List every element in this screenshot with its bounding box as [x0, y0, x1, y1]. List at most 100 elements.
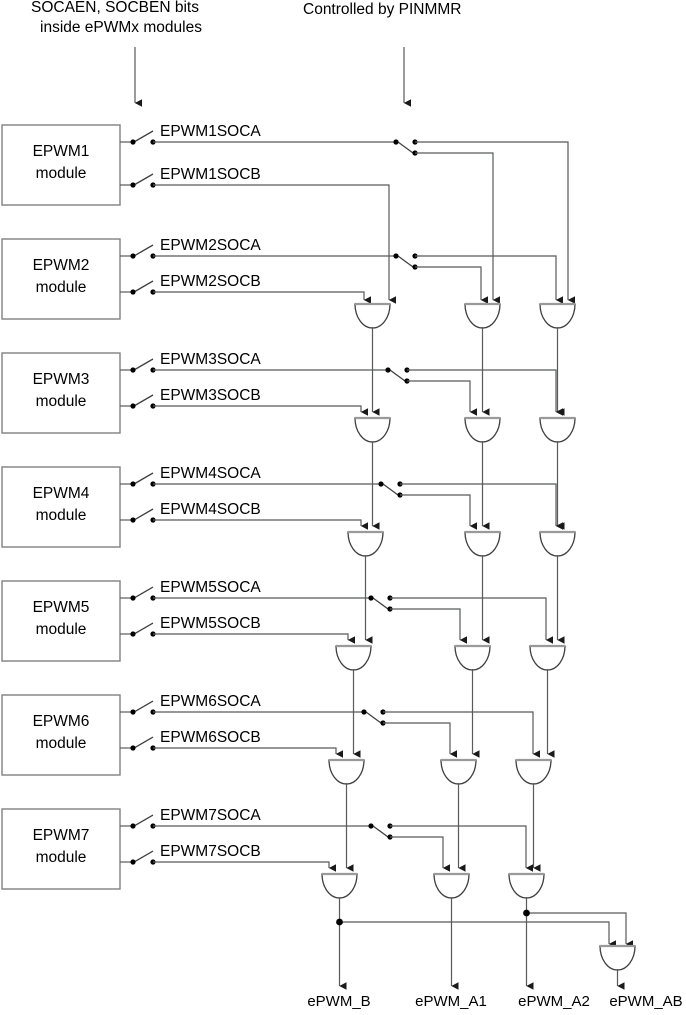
module-box-epwm4 [1, 466, 121, 548]
wire-epwm7soca-to-a1col [390, 836, 450, 872]
pinmmr-switch-7[interactable] [368, 823, 393, 840]
or-gate-ab-final [599, 944, 636, 990]
switch-epwm2-soca[interactable] [120, 244, 156, 259]
or-gate-b-2 [354, 416, 391, 530]
module-sublabel-epwm1: module [36, 165, 87, 182]
or-gate-a2-4 [529, 644, 566, 758]
wire-epwm5soca-to-a1col [390, 608, 467, 644]
wire-epwm6socb [153, 747, 343, 758]
wire-epwm5soca-to-a2col [390, 597, 553, 644]
module-box-epwm5 [1, 580, 121, 662]
wire-epwm6soca-to-a1col [383, 722, 457, 758]
module-box-epwm6 [1, 694, 121, 776]
module-sublabel-epwm4: module [36, 507, 87, 524]
module-label-epwm2: EPWM2 [33, 257, 90, 274]
signal-label-epwm5socb: EPWM5SOCB [160, 615, 261, 632]
module-label-epwm7: EPWM7 [33, 827, 90, 844]
switch-epwm7-socb[interactable] [120, 850, 156, 865]
switch-epwm3-soca[interactable] [120, 358, 156, 373]
annotation-socaen-line2: inside ePWMx modules [40, 19, 202, 36]
module-label-epwm3: EPWM3 [33, 371, 90, 388]
switch-epwm6-soca[interactable] [120, 700, 156, 715]
signal-label-epwm7soca: EPWM7SOCA [160, 807, 261, 824]
switch-epwm4-soca[interactable] [120, 472, 156, 487]
or-gate-b-4 [335, 644, 372, 758]
or-gate-a2-3 [539, 530, 576, 644]
module-label-epwm6: EPWM6 [33, 713, 90, 730]
wire-epwm1socb [153, 184, 396, 304]
wire-epwm2soca-to-a2col [415, 255, 563, 304]
module-sublabel-epwm3: module [36, 393, 87, 410]
or-gate-b-1 [354, 302, 391, 416]
wire-epwm3soca-to-a2col [407, 369, 563, 416]
module-sublabel-epwm6: module [36, 735, 87, 752]
wire-epwm4socb [153, 519, 368, 530]
module-box-epwm7 [1, 808, 121, 890]
signal-label-epwm1socb: EPWM1SOCB [160, 166, 261, 183]
or-gate-b-3 [347, 530, 384, 644]
module-label-epwm5: EPWM5 [33, 599, 90, 616]
switch-epwm5-soca[interactable] [120, 586, 156, 601]
wire-b-to-ab-gate [339, 921, 616, 948]
signal-label-epwm2soca: EPWM2SOCA [160, 237, 261, 254]
or-gate-a1-4 [454, 644, 491, 758]
signal-label-epwm3soca: EPWM3SOCA [160, 351, 261, 368]
wire-epwm1soca-to-a2col [415, 141, 575, 304]
or-gate-b-5 [328, 758, 365, 872]
switch-epwm1-soca[interactable] [120, 130, 156, 145]
signal-label-epwm3socb: EPWM3SOCB [160, 387, 261, 404]
pinmmr-switch-5[interactable] [368, 595, 393, 612]
wire-epwm6soca-to-a2col [383, 711, 540, 758]
module-sublabel-epwm2: module [36, 279, 87, 296]
switch-epwm5-socb[interactable] [120, 622, 156, 637]
switch-epwm4-socb[interactable] [120, 508, 156, 523]
or-gate-a2-final [508, 872, 545, 990]
output-label-epwm-a1: ePWM_A1 [415, 993, 487, 1010]
module-sublabel-epwm5: module [36, 621, 87, 638]
signal-label-epwm6soca: EPWM6SOCA [160, 693, 261, 710]
wire-epwm2soca-to-a1col [415, 266, 488, 304]
wire-epwm2socb [153, 291, 371, 304]
pinmmr-switch-1[interactable] [393, 139, 418, 156]
pinmmr-switch-3[interactable] [385, 367, 410, 384]
signal-label-epwm4socb: EPWM4SOCB [160, 501, 261, 518]
annotation-pinmmr: Controlled by PINMMR [303, 1, 462, 18]
output-label-epwm-b: ePWM_B [307, 993, 370, 1010]
pinmmr-switch-4[interactable] [378, 481, 403, 498]
or-gate-b-final [321, 872, 358, 990]
wire-epwm7soca-to-a2col [390, 825, 533, 872]
or-gate-a2-1 [539, 302, 576, 416]
pinmmr-switch-2[interactable] [393, 253, 418, 270]
wire-epwm5socb [153, 633, 355, 644]
wire-epwm1soca-to-a1col [415, 152, 500, 304]
output-label-epwm-a2: ePWM_A2 [518, 993, 590, 1010]
wire-epwm7socb [153, 861, 336, 872]
switch-epwm7-soca[interactable] [120, 814, 156, 829]
signal-label-epwm4soca: EPWM4SOCA [160, 465, 261, 482]
annotation-socaen-line1: SOCAEN, SOCBEN bits [31, 0, 199, 16]
or-gate-a1-final [433, 872, 470, 990]
or-gate-a2-5 [515, 758, 552, 872]
module-label-epwm4: EPWM4 [33, 485, 90, 502]
or-gate-a1-5 [440, 758, 477, 872]
output-label-epwm-ab: ePWM_AB [609, 993, 682, 1010]
module-box-epwm2 [1, 238, 121, 320]
pinmmr-switch-6[interactable] [361, 709, 386, 726]
module-label-epwm1: EPWM1 [33, 143, 90, 160]
switch-epwm1-socb[interactable] [120, 173, 156, 188]
wire-epwm4soca-to-a2col [400, 483, 563, 530]
switch-epwm2-socb[interactable] [120, 280, 156, 295]
or-gate-a2-2 [539, 416, 576, 530]
switch-epwm3-socb[interactable] [120, 394, 156, 409]
signal-label-epwm7socb: EPWM7SOCB [160, 843, 261, 860]
wire-epwm3socb [153, 405, 368, 416]
or-gate-a1-3 [464, 530, 501, 644]
module-box-epwm3 [1, 352, 121, 434]
switch-epwm6-socb[interactable] [120, 736, 156, 751]
signal-label-epwm5soca: EPWM5SOCA [160, 579, 261, 596]
junction-dot-a2-tap [523, 909, 530, 917]
signal-label-epwm6socb: EPWM6SOCB [160, 729, 261, 746]
signal-label-epwm1soca: EPWM1SOCA [160, 123, 261, 140]
